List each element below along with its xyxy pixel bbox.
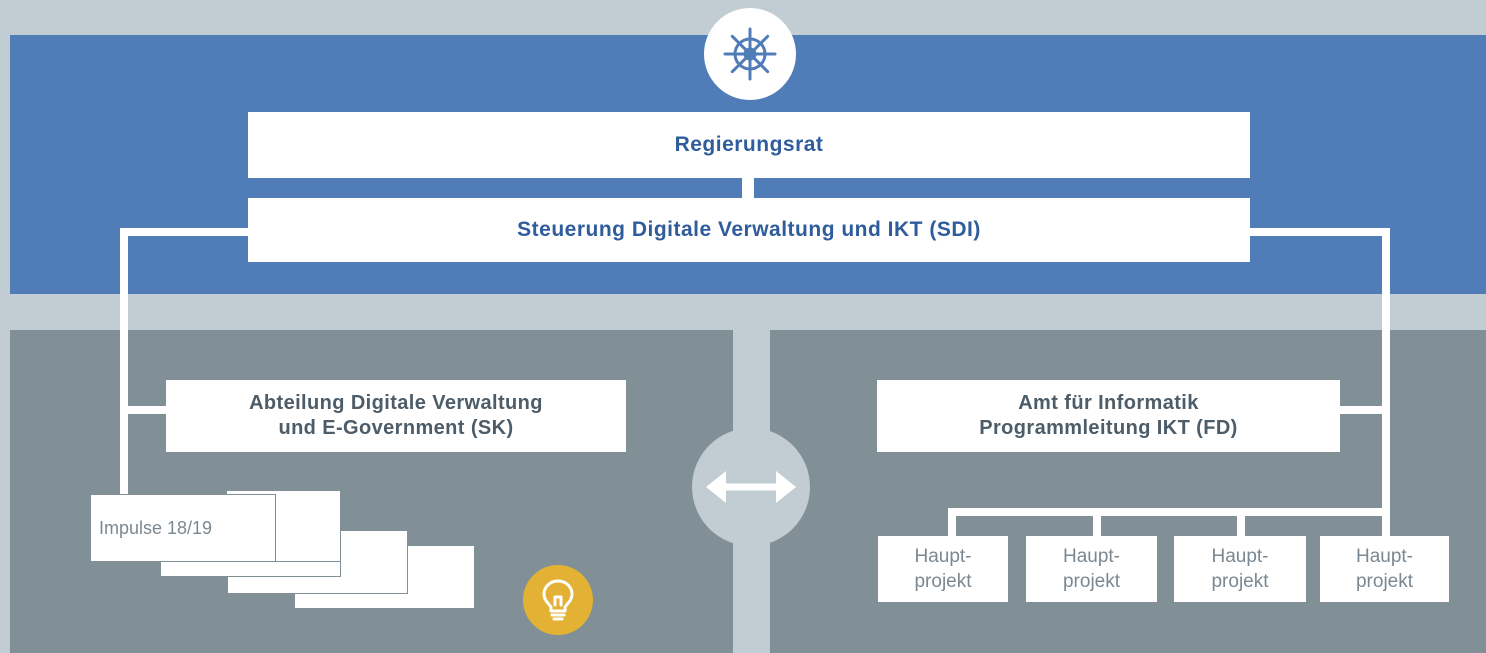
connector-project-3 (1237, 508, 1245, 536)
hauptprojekt-box-2: Haupt- projekt (1026, 536, 1157, 602)
connector-left-to-abteilung (120, 406, 166, 414)
connector-project-1 (948, 508, 956, 536)
lightbulb-icon (523, 565, 593, 635)
sdi-box: Steuerung Digitale Verwaltung und IKT (S… (248, 198, 1250, 262)
amt-line2: Programmleitung IKT (FD) (979, 417, 1238, 439)
hauptprojekt-1-line2: projekt (914, 571, 972, 592)
hauptprojekt-1-line1: Haupt- (914, 546, 972, 567)
abteilung-line1: Abteilung Digitale Verwaltung (249, 392, 543, 414)
amt-line1: Amt für Informatik (1018, 392, 1199, 414)
regierungsrat-label: Regierungsrat (674, 133, 824, 156)
sdi-label: Steuerung Digitale Verwaltung und IKT (S… (517, 218, 981, 241)
abteilung-line2: und E-Government (SK) (278, 417, 514, 439)
impulse-card-1: Impulse 18/19 (90, 494, 276, 562)
connector-right-vertical (1382, 228, 1390, 536)
hauptprojekt-box-4: Haupt- projekt (1320, 536, 1449, 602)
hauptprojekt-box-1: Haupt- projekt (878, 536, 1008, 602)
hauptprojekt-3-line2: projekt (1211, 571, 1269, 592)
connector-right-to-amt (1340, 406, 1390, 414)
hauptprojekt-4-line1: Haupt- (1355, 546, 1414, 567)
connector-right-horizontal-top (1248, 228, 1390, 236)
impulse-label: Impulse 18/19 (99, 517, 213, 538)
hauptprojekt-4-line2: projekt (1355, 571, 1414, 592)
connector-left-horizontal-top (120, 228, 250, 236)
hauptprojekt-2-line2: projekt (1062, 571, 1121, 592)
hauptprojekt-3-line1: Haupt- (1211, 546, 1269, 567)
connector-project-2 (1093, 508, 1101, 536)
hauptprojekt-2-line1: Haupt- (1062, 546, 1121, 567)
ship-wheel-icon (704, 8, 796, 100)
regierungsrat-box: Regierungsrat (248, 112, 1250, 178)
abteilung-box: Abteilung Digitale Verwaltung und E-Gove… (166, 380, 626, 452)
connector-projects-horizontal (948, 508, 1390, 516)
connector-left-vertical (120, 228, 128, 496)
hauptprojekt-box-3: Haupt- projekt (1174, 536, 1306, 602)
connector-regierungsrat-sdi (742, 178, 754, 198)
right-panel (770, 330, 1486, 653)
double-arrow-icon (692, 428, 810, 546)
amt-box: Amt für Informatik Programmleitung IKT (… (877, 380, 1340, 452)
